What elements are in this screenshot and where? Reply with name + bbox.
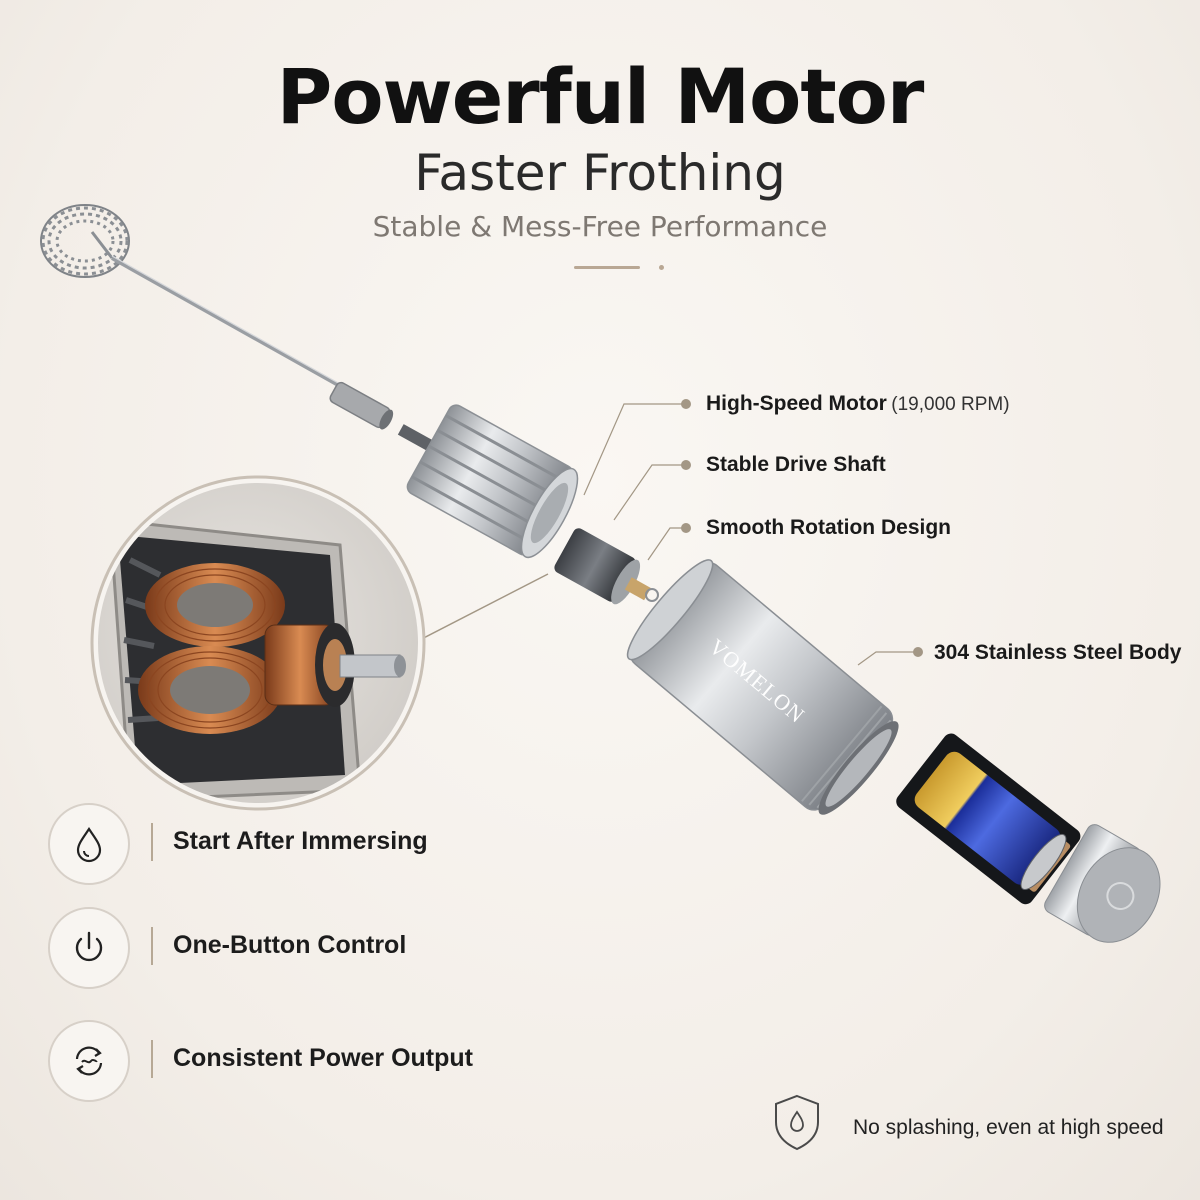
callout-stainless-steel-body: 304 Stainless Steel Body [934,641,1181,665]
callout-note: (19,000 RPM) [891,394,1010,415]
stainless-steel-body: VOMELON [626,559,899,815]
feature-divider [151,823,153,861]
whisk-rod [111,256,341,388]
page-subtitle: Faster Frothing [414,144,786,202]
feature-one-button-control: One-Button Control [48,907,568,989]
callout-stable-drive-shaft: Stable Drive Shaft [706,453,886,477]
feature-icon-circle [48,907,130,989]
power-icon [75,931,103,962]
feature-consistent-power-output: Consistent Power Output [48,1020,568,1102]
callout-label: Smooth Rotation Design [706,516,951,539]
battery-compartment [896,733,1081,905]
feature-divider [151,1040,153,1078]
page-tagline: Stable & Mess-Free Performance [372,210,828,243]
callout-leader-lines [583,403,918,666]
callout-label: High-Speed Motor [706,392,887,415]
callout-label: 304 Stainless Steel Body [934,641,1182,664]
callout-label: Stable Drive Shaft [706,453,886,476]
title-divider-dot [659,265,664,270]
title-divider [574,266,640,269]
note-label: No splashing, even at high speed [853,1116,1164,1139]
magnifier-leader [409,573,549,646]
fluted-rotor-sleeve [406,404,579,559]
callout-smooth-rotation-design: Smooth Rotation Design [706,516,951,540]
feature-label: Consistent Power Output [173,1044,473,1072]
feature-label: One-Button Control [173,931,407,959]
feature-icon-circle [48,803,130,885]
feature-divider [151,927,153,965]
drive-motor [554,528,651,605]
end-cap [1044,824,1161,943]
shaft-connector [329,381,394,430]
water-drop-icon [76,827,102,863]
no-splash-note: No splashing, even at high speed [770,1092,1170,1162]
cycle-icon [75,1046,103,1076]
shield-drop-icon [775,1094,819,1151]
whisk-coil [40,204,130,278]
feature-start-after-immersing: Start After Immersing [48,803,568,885]
feature-label: Start After Immersing [173,827,428,855]
feature-icon-circle [48,1020,130,1102]
page-title: Powerful Motor [276,52,925,141]
motor-cutaway-magnifier [90,475,426,811]
callout-high-speed-motor: High-Speed Motor (19,000 RPM) [706,392,1010,416]
